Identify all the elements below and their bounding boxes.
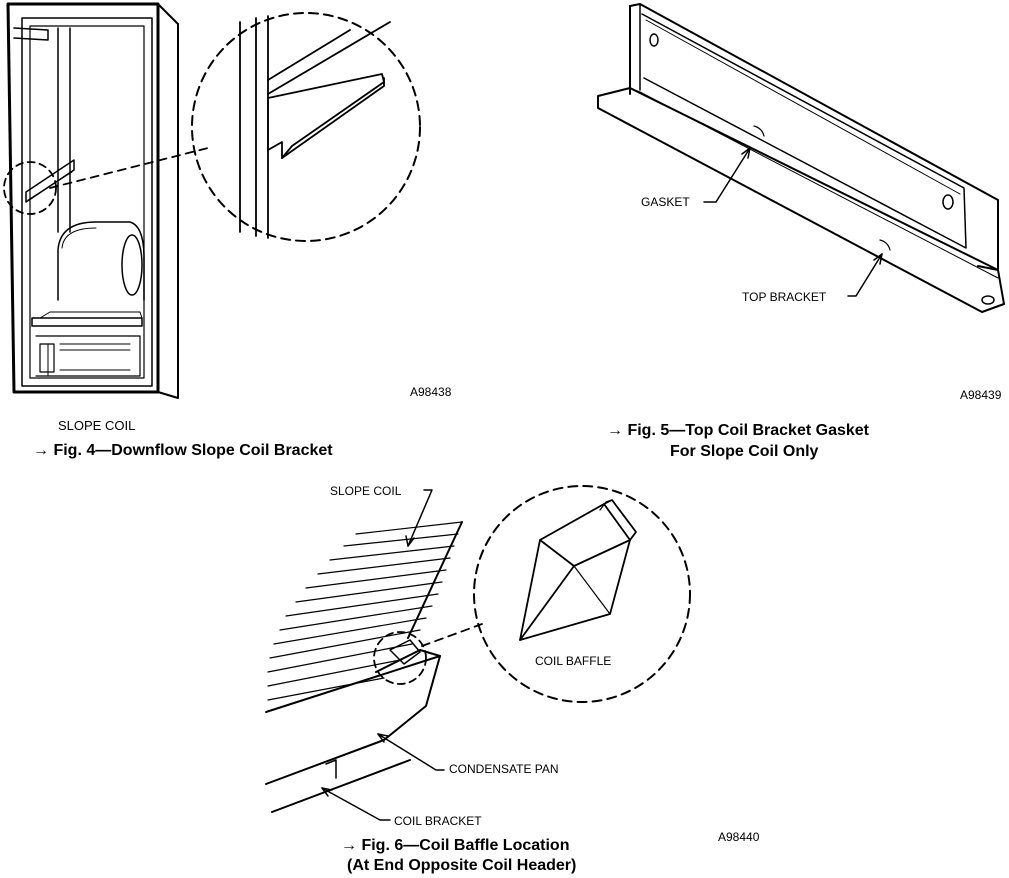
fig4-caption: → Fig. 4—Downflow Slope Coil Bracket: [33, 442, 333, 460]
fig6-arrow: →: [341, 837, 357, 854]
top-bracket-label: TOP BRACKET: [742, 290, 827, 304]
fig5-code: A98439: [960, 388, 1002, 402]
gasket-label: GASKET: [641, 195, 690, 209]
fig5-caption-text1: Fig. 5—Top Coil Bracket Gasket: [627, 422, 869, 439]
slope-coil-illustration: [265, 521, 463, 813]
fig5-caption-line1: → Fig. 5—Top Coil Bracket Gasket: [607, 422, 869, 440]
fig6-slope-coil-label: SLOPE COIL: [330, 484, 402, 498]
fig4-code: A98438: [410, 385, 452, 399]
fig6-caption-text1: Fig. 6—Coil Baffle Location: [361, 837, 570, 854]
fig4-arrow: →: [33, 442, 49, 459]
coil-bracket-label: COIL BRACKET: [394, 814, 482, 828]
baffle-callout-small: [373, 631, 427, 685]
fig6-code: A98440: [718, 830, 760, 844]
coil-baffle-detail: [473, 485, 691, 703]
fig6-caption-line1: → Fig. 6—Coil Baffle Location: [341, 837, 569, 855]
cabinet-illustration: [6, 2, 179, 399]
slope-bracket-detail: [191, 12, 421, 242]
coil-baffle-label: COIL BAFFLE: [535, 654, 612, 668]
condensate-pan-label: CONDENSATE PAN: [449, 762, 559, 776]
fig4-slope-coil-label: SLOPE COIL: [58, 418, 136, 433]
detail-callout-small: [3, 161, 57, 215]
top-bracket-illustration: [597, 3, 1005, 313]
fig6-caption-line2: (At End Opposite Coil Header): [347, 857, 577, 874]
fig4-caption-text: Fig. 4—Downflow Slope Coil Bracket: [53, 442, 333, 459]
fig5-arrow: →: [607, 422, 623, 439]
fig5-caption-line2: For Slope Coil Only: [670, 443, 819, 460]
